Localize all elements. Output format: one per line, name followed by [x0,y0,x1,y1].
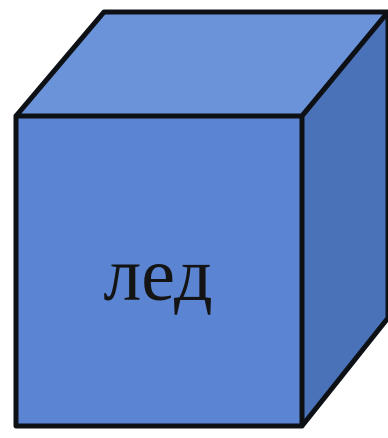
cube-label: лед [103,233,212,317]
